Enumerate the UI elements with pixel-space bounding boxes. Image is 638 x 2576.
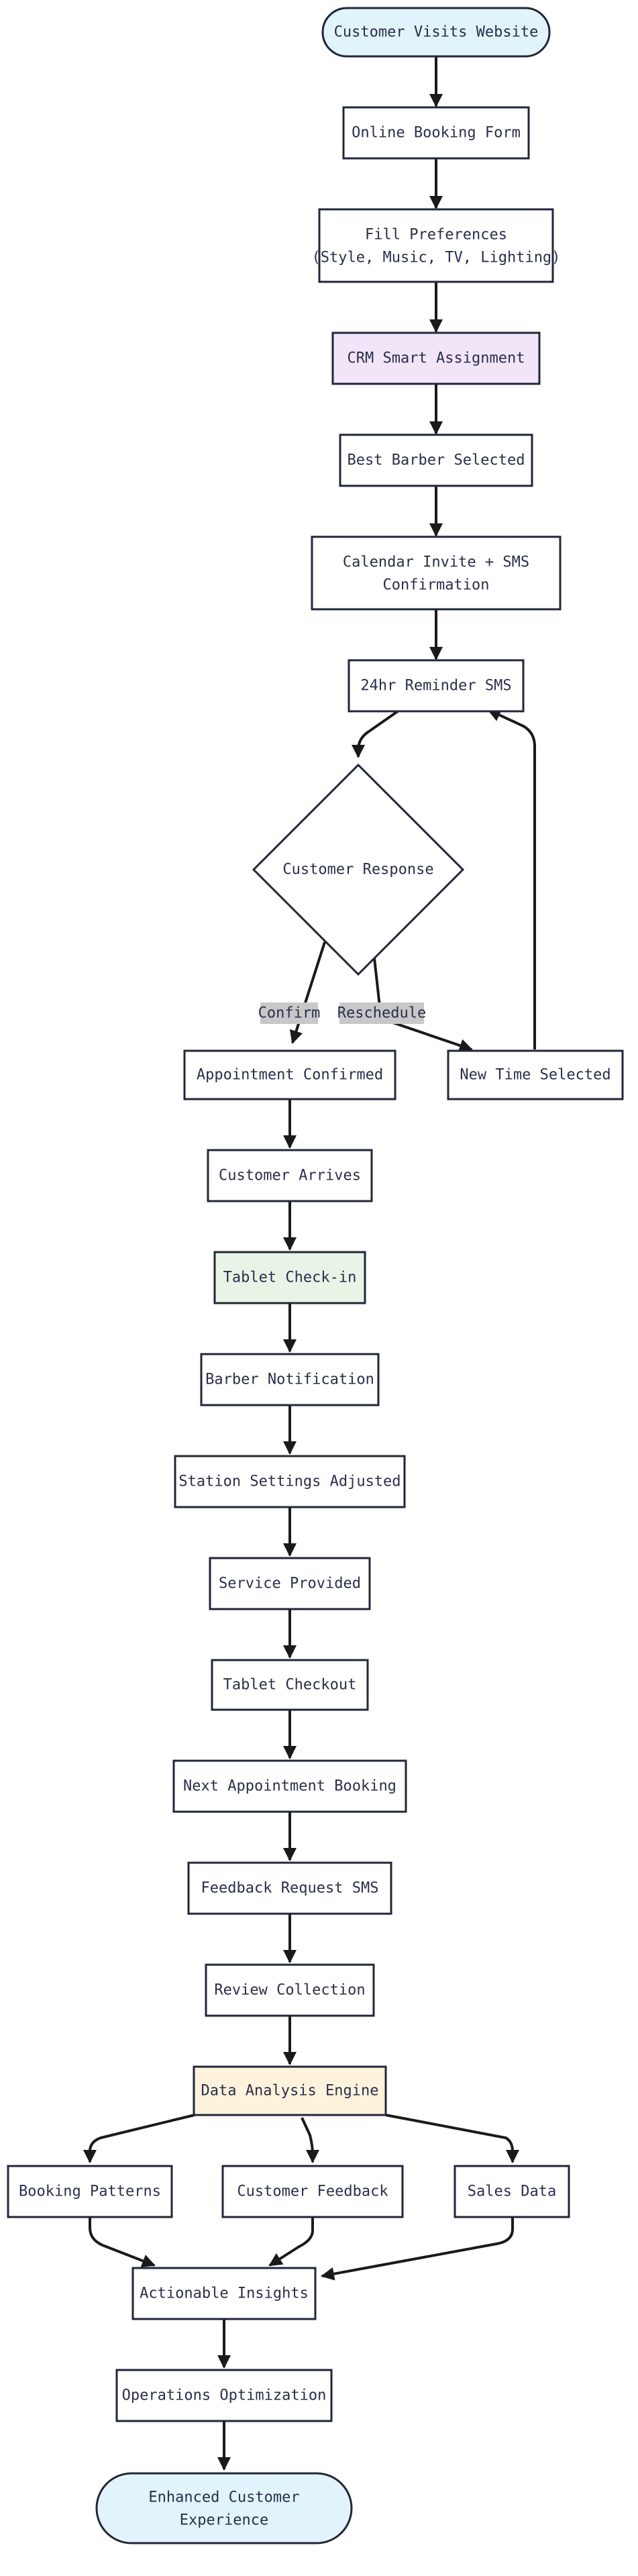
node-fill-preferences-label-line1: Fill Preferences bbox=[365, 227, 507, 244]
node-calendar-invite-label-line1: Calendar Invite + SMS bbox=[343, 554, 529, 571]
node-service-provided-label: Service Provided bbox=[219, 1576, 361, 1592]
node-station-settings-adjusted-shape bbox=[174, 1455, 406, 1508]
node-sales-data-label: Sales Data bbox=[468, 2183, 556, 2200]
node-appointment-confirmed: Appointment Confirmed bbox=[183, 1049, 396, 1100]
edge-engine-to-customer-feedback bbox=[301, 2117, 319, 2163]
node-station-settings-adjusted: Station Settings Adjusted bbox=[174, 1455, 406, 1508]
node-operations-optimization: Operations Optimization bbox=[115, 2369, 333, 2422]
node-customer-arrives: Customer Arrives bbox=[207, 1149, 373, 1202]
node-new-time-selected: New Time Selected bbox=[447, 1049, 624, 1100]
node-fill-preferences-shape bbox=[318, 208, 554, 283]
node-new-time-selected-shape bbox=[447, 1049, 624, 1100]
node-sales-data-shape bbox=[454, 2165, 570, 2218]
node-tablet-checkout-shape bbox=[211, 1659, 369, 1711]
node-tablet-check-in-label: Tablet Check-in bbox=[223, 1270, 357, 1286]
node-calendar-invite-label-line2: Confirmation bbox=[383, 577, 490, 594]
node-tablet-check-in-shape bbox=[213, 1251, 366, 1304]
node-review-collection: Review Collection bbox=[205, 1963, 375, 2017]
edge-label-reschedule: Reschedule bbox=[337, 1002, 426, 1024]
node-tablet-checkout-label: Tablet Checkout bbox=[223, 1677, 357, 1694]
node-enhanced-customer-experience-label-line2: Experience bbox=[180, 2512, 268, 2529]
node-customer-arrives-shape bbox=[207, 1149, 373, 1202]
node-crm-smart-assignment-shape bbox=[331, 331, 541, 385]
node-review-collection-label: Review Collection bbox=[214, 1982, 365, 1999]
node-best-barber-selected-label: Best Barber Selected bbox=[348, 452, 525, 469]
node-operations-optimization-shape bbox=[115, 2369, 333, 2422]
node-tablet-checkout: Tablet Checkout bbox=[211, 1659, 369, 1711]
node-customer-visits-website-shape bbox=[321, 7, 551, 58]
node-online-booking-form: Online Booking Form bbox=[342, 106, 530, 160]
edge-booking-patterns-to-insights bbox=[89, 2217, 156, 2267]
node-24hr-reminder-sms: 24hr Reminder SMS bbox=[348, 659, 525, 713]
node-enhanced-customer-experience: Enhanced Customer Experience bbox=[95, 2472, 353, 2544]
node-barber-notification-label: Barber Notification bbox=[205, 1372, 374, 1388]
node-customer-feedback-shape bbox=[221, 2165, 404, 2218]
edge-label-reschedule-bg bbox=[339, 1002, 424, 1024]
node-customer-visits-website-label: Customer Visits Website bbox=[334, 24, 539, 41]
node-booking-patterns-label: Booking Patterns bbox=[19, 2183, 161, 2200]
node-booking-patterns: Booking Patterns bbox=[7, 2165, 173, 2218]
node-crm-smart-assignment-label: CRM Smart Assignment bbox=[348, 350, 525, 367]
node-fill-preferences-label-line2: (Style, Music, TV, Lighting) bbox=[312, 250, 561, 266]
node-service-provided-shape bbox=[209, 1557, 371, 1610]
node-actionable-insights-shape bbox=[131, 2267, 317, 2320]
edge-label-confirm-bg bbox=[260, 1002, 318, 1024]
node-customer-response-label: Customer Response bbox=[282, 862, 433, 878]
node-barber-notification-shape bbox=[200, 1353, 380, 1406]
node-best-barber-selected: Best Barber Selected bbox=[339, 433, 533, 487]
edges bbox=[83, 56, 536, 2471]
node-actionable-insights: Actionable Insights bbox=[131, 2267, 317, 2320]
node-next-appointment-booking-shape bbox=[172, 1759, 407, 1813]
edge-label-confirm-text: Confirm bbox=[258, 1005, 321, 1022]
node-feedback-request-sms-label: Feedback Request SMS bbox=[201, 1880, 379, 1897]
node-review-collection-shape bbox=[205, 1963, 375, 2017]
edge-engine-to-sales-data bbox=[385, 2114, 519, 2163]
edge-label-reschedule-text: Reschedule bbox=[337, 1005, 426, 1022]
node-data-analysis-engine-shape bbox=[193, 2065, 387, 2116]
edge-reminder-to-response bbox=[352, 710, 399, 758]
node-feedback-request-sms: Feedback Request SMS bbox=[187, 1861, 392, 1915]
node-customer-visits-website: Customer Visits Website bbox=[321, 7, 551, 58]
node-next-appointment-booking-label: Next Appointment Booking bbox=[183, 1778, 396, 1795]
node-tablet-check-in: Tablet Check-in bbox=[213, 1251, 366, 1304]
node-customer-feedback-label: Customer Feedback bbox=[237, 2183, 388, 2200]
node-24hr-reminder-sms-label: 24hr Reminder SMS bbox=[360, 678, 511, 694]
edge-engine-to-booking-patterns bbox=[83, 2114, 195, 2163]
node-feedback-request-sms-shape bbox=[187, 1861, 392, 1915]
node-customer-response-decision: Customer Response bbox=[252, 763, 465, 976]
node-crm-smart-assignment: CRM Smart Assignment bbox=[331, 331, 541, 385]
node-customer-feedback: Customer Feedback bbox=[221, 2165, 404, 2218]
node-online-booking-form-shape bbox=[342, 106, 530, 160]
node-barber-notification: Barber Notification bbox=[200, 1353, 380, 1406]
node-best-barber-selected-shape bbox=[339, 433, 533, 487]
node-actionable-insights-label: Actionable Insights bbox=[140, 2285, 309, 2302]
node-service-provided: Service Provided bbox=[209, 1557, 371, 1610]
node-sales-data: Sales Data bbox=[454, 2165, 570, 2218]
node-booking-patterns-shape bbox=[7, 2165, 173, 2218]
node-calendar-invite-shape bbox=[311, 535, 562, 611]
node-enhanced-customer-experience-shape bbox=[95, 2472, 353, 2544]
node-24hr-reminder-sms-shape bbox=[348, 659, 525, 713]
node-new-time-selected-label: New Time Selected bbox=[460, 1067, 610, 1084]
node-data-analysis-engine-label: Data Analysis Engine bbox=[201, 2083, 379, 2100]
node-enhanced-customer-experience-label-line1: Enhanced Customer bbox=[148, 2489, 299, 2506]
node-online-booking-form-label: Online Booking Form bbox=[352, 125, 521, 142]
node-data-analysis-engine: Data Analysis Engine bbox=[193, 2065, 387, 2116]
node-customer-arrives-label: Customer Arrives bbox=[219, 1168, 361, 1184]
edge-new-time-to-reminder bbox=[487, 709, 536, 1049]
node-operations-optimization-label: Operations Optimization bbox=[122, 2387, 327, 2404]
edge-sales-data-to-insights bbox=[321, 2217, 514, 2281]
node-station-settings-adjusted-label: Station Settings Adjusted bbox=[178, 1474, 401, 1490]
node-fill-preferences: Fill Preferences (Style, Music, TV, Ligh… bbox=[312, 208, 561, 283]
edge-label-confirm: Confirm bbox=[258, 1002, 321, 1024]
node-appointment-confirmed-label: Appointment Confirmed bbox=[197, 1067, 383, 1084]
node-calendar-invite: Calendar Invite + SMS Confirmation bbox=[311, 535, 562, 611]
node-next-appointment-booking: Next Appointment Booking bbox=[172, 1759, 407, 1813]
node-customer-response-diamond bbox=[252, 763, 465, 976]
node-appointment-confirmed-shape bbox=[183, 1049, 396, 1100]
edge-customer-feedback-to-insights bbox=[268, 2217, 314, 2267]
edge-response-confirm bbox=[289, 941, 326, 1044]
